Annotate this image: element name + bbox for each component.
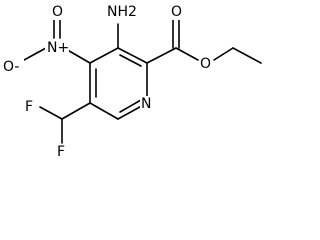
atom-f-bottom: F xyxy=(56,144,68,160)
double-bond-c6-n1 xyxy=(119,99,142,113)
atom-nitro-o-minus: O- xyxy=(2,59,24,75)
svg-text:O-: O- xyxy=(3,59,19,75)
chemical-structure: NH2 N+ O- O O O N F F xyxy=(2,4,262,160)
bond-c2-c3 xyxy=(117,47,148,64)
atom-ether-o: O xyxy=(199,56,212,72)
svg-text:N: N xyxy=(141,96,151,112)
atom-carbonyl-o: O xyxy=(170,4,183,20)
bond-c2-carbonyl xyxy=(146,47,177,64)
atom-nitro-o: O xyxy=(51,4,64,20)
svg-text:NH2: NH2 xyxy=(107,4,137,20)
bond-c5-chf2 xyxy=(61,102,91,120)
svg-text:O: O xyxy=(200,56,211,72)
svg-text:O: O xyxy=(52,4,63,20)
svg-text:F: F xyxy=(57,144,65,160)
svg-text:F: F xyxy=(25,99,33,115)
bond-c3-c4 xyxy=(89,47,119,64)
double-bond-c2-c3 xyxy=(119,54,142,67)
bond-nitro-ominus xyxy=(23,47,47,61)
atom-ring-n: N xyxy=(140,96,153,112)
atom-f-top: F xyxy=(24,99,36,115)
bond-carbonyl-o-ether xyxy=(175,47,199,61)
svg-text:N+: N+ xyxy=(47,40,69,56)
bond-chf2-f-top xyxy=(39,106,63,120)
atom-nh2: NH2 xyxy=(105,4,139,20)
bond-c5-c6 xyxy=(89,102,119,120)
atom-nitro-n-plus: N+ xyxy=(45,40,69,56)
bond-ch2-ch3 xyxy=(232,47,262,64)
bond-o-ch2 xyxy=(213,47,234,61)
svg-text:O: O xyxy=(171,4,182,20)
